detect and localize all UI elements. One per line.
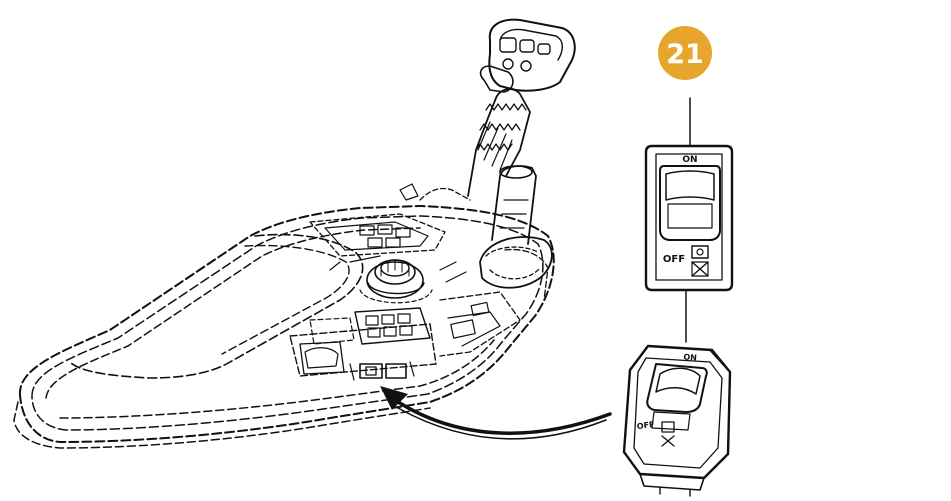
joystick-drawing	[467, 18, 576, 289]
rotary-dial	[359, 259, 433, 304]
arrow-pointer	[380, 386, 612, 440]
switch-bottom-on-label: ON	[683, 353, 697, 363]
switch-bottom-off-label: OFF	[636, 420, 655, 431]
rocker-switch-drawing	[644, 144, 734, 292]
rocker-switch-perspective-drawing	[622, 344, 732, 497]
switch-top-on-label: ON	[682, 155, 697, 165]
switch-top-off-label: OFF	[663, 254, 685, 265]
callout-number: 21	[666, 39, 704, 70]
armrest-console-drawing	[13, 183, 555, 449]
callout-circle	[658, 26, 712, 80]
callout-badge: 21	[658, 26, 712, 80]
